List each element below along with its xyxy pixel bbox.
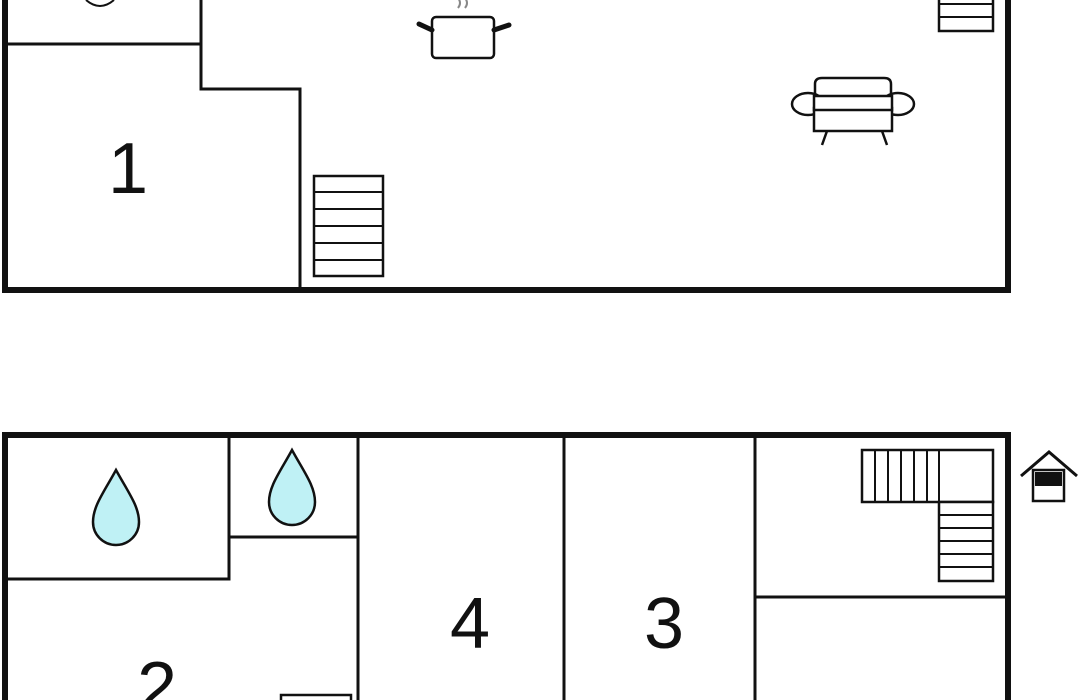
staircase-icon xyxy=(937,0,995,33)
upper-floor: 1 xyxy=(2,0,1011,293)
partial-fixture-icon xyxy=(85,0,115,7)
lower-floor-inner-wall xyxy=(8,438,1005,700)
lower-floor: 2 4 3 xyxy=(2,432,1078,700)
partial-fixture-icon xyxy=(279,693,353,700)
lower-floor-outer-wall xyxy=(2,432,1011,700)
water-drop-icon xyxy=(267,447,317,527)
room-number-2: 2 xyxy=(137,648,177,700)
water-drop-icon xyxy=(91,467,141,547)
upper-floor-outer-wall xyxy=(2,0,1011,293)
room-number-3: 3 xyxy=(644,584,684,664)
staircase-icon xyxy=(860,448,995,583)
cooking-pot-icon xyxy=(416,0,512,60)
room-number-1: 1 xyxy=(108,129,148,209)
sofa-icon xyxy=(790,76,916,146)
upper-floor-inner-wall xyxy=(8,0,302,288)
staircase-icon xyxy=(312,174,385,278)
room-number-4: 4 xyxy=(450,584,490,664)
house-entrance-icon xyxy=(1020,450,1078,503)
